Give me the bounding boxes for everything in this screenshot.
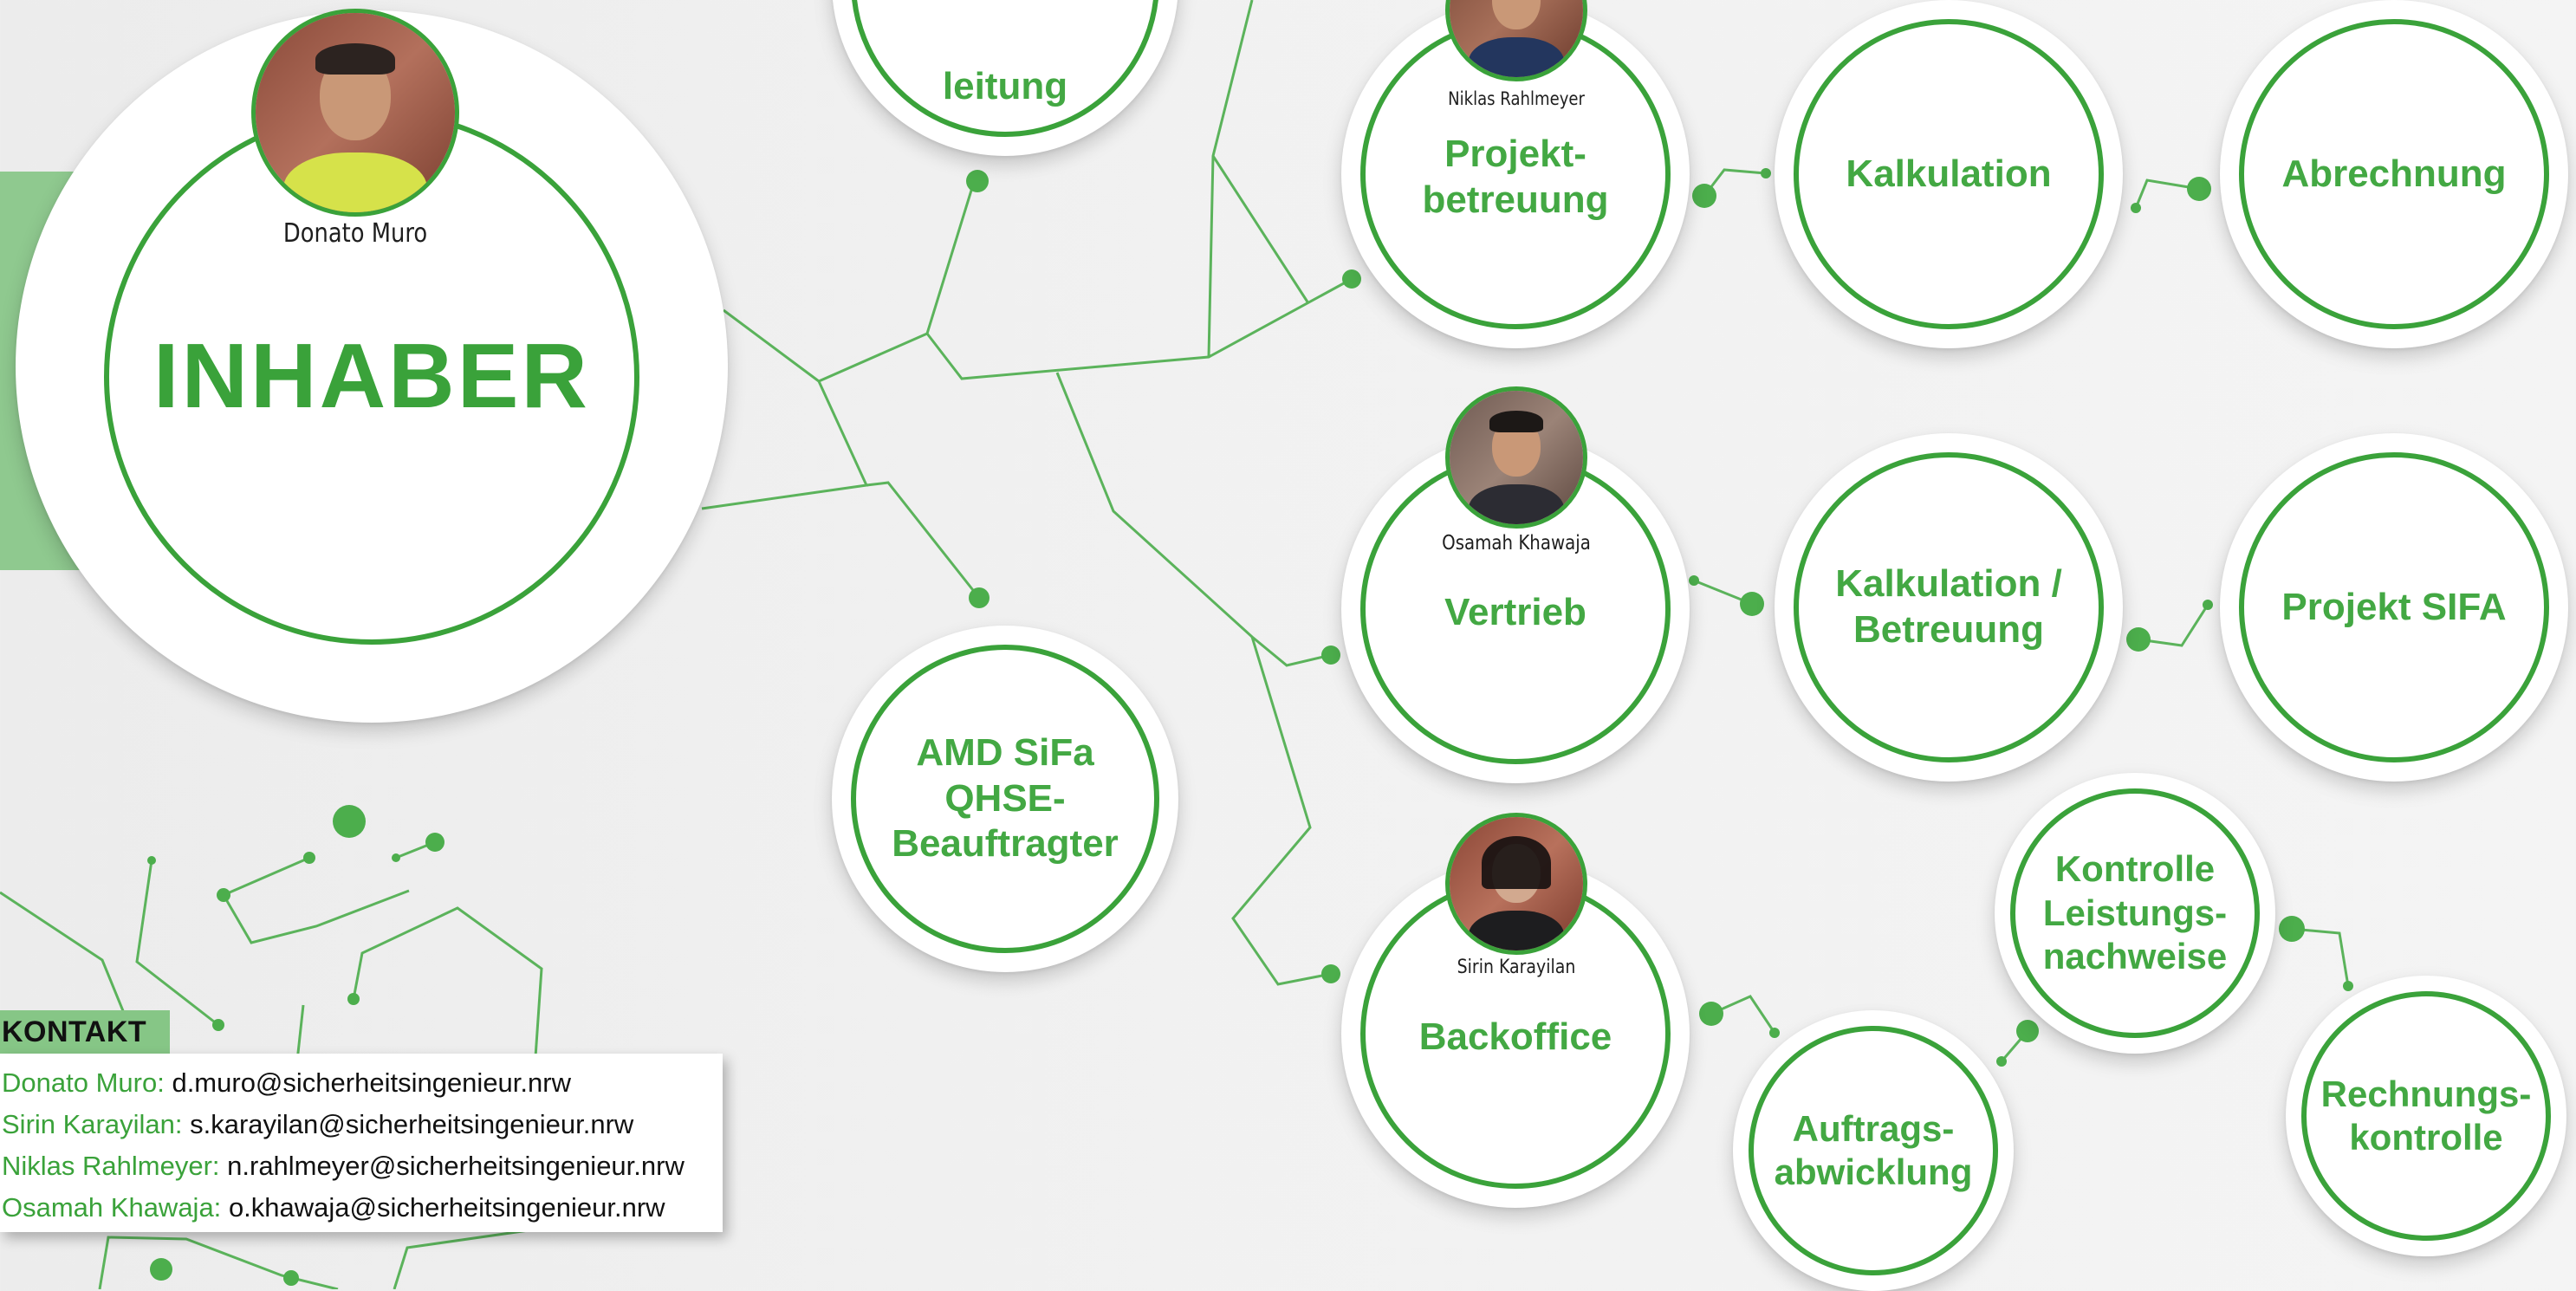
- kontrolle-label: Kontrolle Leistungs- nachweise: [2042, 848, 2228, 977]
- contact-email-link[interactable]: s.karayilan@sicherheitsingenieur.nrw: [190, 1109, 634, 1139]
- deco-line: [352, 906, 543, 1058]
- contact-email-link[interactable]: d.muro@sicherheitsingenieur.nrw: [172, 1067, 571, 1098]
- connector-dot: [2343, 981, 2353, 991]
- connector-to-backoffice: [1231, 636, 1332, 986]
- contact-box: Donato Muro: d.muro@sicherheitsingenieur…: [0, 1054, 723, 1232]
- kalkulation-label: Kalkulation: [1846, 152, 2052, 195]
- contact-name: Niklas Rahlmeyer:: [2, 1151, 220, 1181]
- connector-dot: [2016, 1020, 2039, 1042]
- connector-to-projektbetreuung: [925, 277, 1353, 380]
- connector-dot: [1761, 168, 1771, 178]
- connector-rechnung: [2291, 927, 2350, 987]
- contact-row: Osamah Khawaja: o.khawaja@sicherheitsing…: [0, 1187, 723, 1229]
- rechnungskontrolle-node: Rechnungs- kontrolle: [2286, 976, 2566, 1256]
- deco-line: [135, 860, 219, 1027]
- deco-dot: [333, 805, 366, 838]
- connector-to-amd-sifa: [866, 481, 981, 599]
- connector-branch-left: [701, 380, 869, 510]
- connector-dot: [2279, 916, 2305, 942]
- connector-top-branch-2: [1211, 155, 1310, 304]
- sirin-karayilan-name: Sirin Karayilan: [1457, 957, 1576, 978]
- connector-dot: [1321, 646, 1340, 665]
- contact-row: Niklas Rahlmeyer: n.rahlmeyer@sicherheit…: [0, 1145, 723, 1187]
- projekt-sifa-label: Projekt SIFA: [2281, 585, 2507, 628]
- contact-email-link[interactable]: o.khawaja@sicherheitsingenieur.nrw: [228, 1192, 665, 1223]
- projektbetreuung-label: Projekt- betreuung: [1422, 133, 1609, 221]
- connector-dot: [1740, 592, 1764, 616]
- deco-dot: [303, 852, 315, 864]
- connector-dot: [1342, 269, 1361, 289]
- deco-line: [222, 889, 410, 944]
- contact-name: Donato Muro:: [2, 1067, 165, 1098]
- deco-dot: [425, 833, 444, 852]
- connector-dot: [969, 587, 990, 608]
- connector-dot: [1769, 1028, 1780, 1038]
- connector-dot: [1699, 1002, 1723, 1026]
- auftragsabwicklung-node: Auftrags- abwicklung: [1733, 1010, 2014, 1291]
- deco-line: [98, 1236, 339, 1289]
- deco-dot: [392, 853, 400, 862]
- kontrolle-node: Kontrolle Leistungs- nachweise: [1995, 773, 2275, 1054]
- connector-dot: [2203, 600, 2213, 610]
- contact-row: Sirin Karayilan: s.karayilan@sicherheits…: [0, 1104, 723, 1145]
- deco-dot: [283, 1270, 299, 1286]
- amd-sifa-node: AMD SiFa QHSE- Beauftragter: [832, 626, 1178, 972]
- sirin-karayilan-avatar: [1445, 813, 1587, 955]
- connector-top-branch: [1207, 0, 1254, 358]
- contact-row: Donato Muro: d.muro@sicherheitsingenieur…: [0, 1062, 723, 1104]
- deco-line: [223, 856, 310, 897]
- connector-dot: [1321, 964, 1340, 983]
- backoffice-label: Backoffice: [1418, 1015, 1612, 1058]
- kontakt-heading-text: KONTAKT: [2, 1015, 147, 1048]
- contact-name: Sirin Karayilan:: [2, 1109, 183, 1139]
- connector-abrechnung: [2134, 178, 2200, 209]
- vertrieb-label: Vertrieb: [1444, 590, 1586, 633]
- deco-dot: [147, 856, 156, 865]
- connector-dot: [2131, 203, 2141, 213]
- leitung-label: leitung: [942, 64, 1068, 107]
- deco-dot: [347, 993, 360, 1005]
- connector-dot: [1692, 184, 1716, 208]
- osamah-khawaja-name: Osamah Khawaja: [1442, 532, 1591, 555]
- connector-dot: [1689, 575, 1699, 586]
- kalkulation-betreuung-node: Kalkulation / Betreuung: [1775, 433, 2123, 782]
- connector-to-leitung: [723, 170, 979, 383]
- niklas-rahlmeyer-name: Niklas Rahlmeyer: [1448, 88, 1585, 109]
- connector-dot: [1996, 1056, 2007, 1067]
- rechnungskontrolle-label: Rechnungs- kontrolle: [2320, 1073, 2532, 1158]
- inhaber-label: INHABER: [153, 325, 590, 428]
- kontakt-heading: KONTAKT: [0, 1010, 170, 1054]
- deco-dot: [217, 888, 230, 902]
- deco-dot: [150, 1258, 172, 1281]
- connector-dot: [966, 170, 989, 192]
- deco-line: [393, 1229, 529, 1289]
- projekt-sifa-node: Projekt SIFA: [2220, 433, 2568, 782]
- abrechnung-node: Abrechnung: [2220, 0, 2568, 348]
- connector-projekt-sifa: [2138, 604, 2209, 647]
- donato-muro-avatar: [251, 9, 459, 217]
- connector-auftrag: [1710, 995, 1776, 1034]
- connector-dot: [2187, 177, 2211, 201]
- auftragsabwicklung-label: Auftrags- abwicklung: [1774, 1107, 1973, 1192]
- kalkulation-node: Kalkulation: [1775, 0, 2123, 348]
- contact-email-link[interactable]: n.rahlmeyer@sicherheitsingenieur.nrw: [227, 1151, 685, 1181]
- amd-sifa-label: AMD SiFa QHSE- Beauftragter: [892, 730, 1119, 866]
- osamah-khawaja-avatar: [1445, 386, 1587, 529]
- contact-name: Osamah Khawaja:: [2, 1192, 222, 1223]
- connector-to-vertrieb: [1055, 372, 1332, 667]
- inhaber-ring: INHABER: [104, 109, 639, 645]
- deco-dot: [212, 1019, 224, 1031]
- niklas-rahlmeyer-avatar: [1445, 0, 1587, 81]
- donato-muro-name: Donato Muro: [282, 218, 428, 249]
- abrechnung-label: Abrechnung: [2281, 152, 2507, 195]
- kalkulation-betreuung-label: Kalkulation / Betreuung: [1835, 562, 2062, 651]
- connector-dot: [2126, 627, 2151, 652]
